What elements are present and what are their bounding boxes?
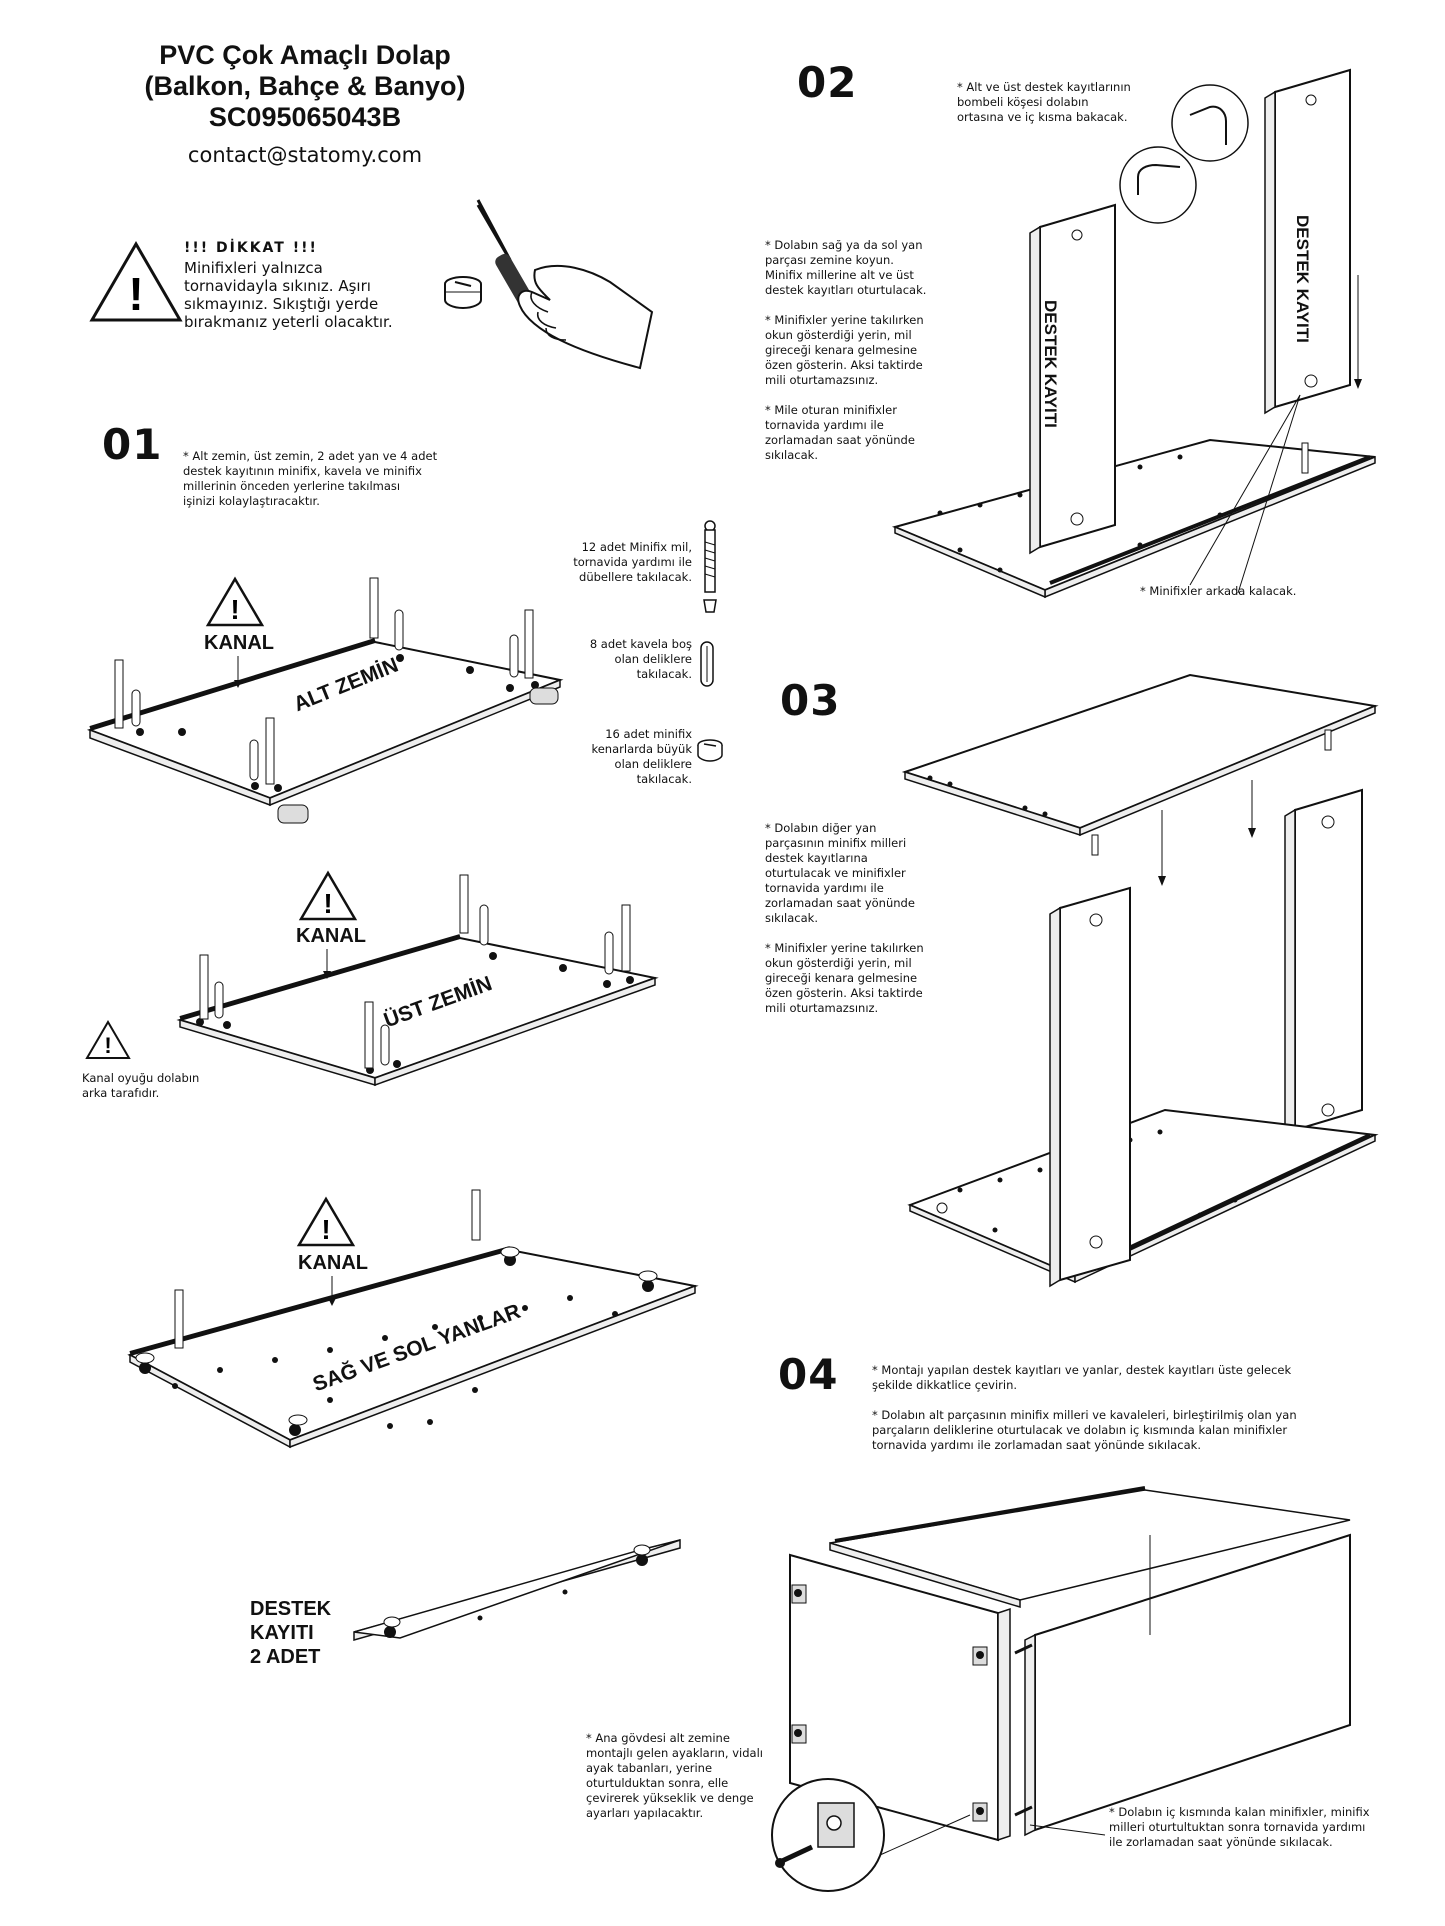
svg-text:!: !	[321, 1214, 330, 1245]
contact-email[interactable]: contact@statomy.com	[187, 143, 423, 167]
warning-triangle-icon: !	[89, 241, 183, 322]
kavela-icon	[700, 641, 714, 687]
kanal-warning-icon-3: !	[296, 1196, 356, 1247]
ust-zemin-panel	[176, 874, 659, 1087]
minifix-cam-small-icon	[697, 739, 723, 762]
step-2-note-bottom: * Minifixler arkada kalacak.	[1140, 584, 1297, 598]
kanal-arrow-3	[328, 1276, 336, 1306]
step-4-number: 04	[778, 1350, 839, 1399]
step-4-assembly	[789, 1486, 1351, 1856]
step-2-assembly	[891, 68, 1376, 599]
step-3-note: * Dolabın diğer yan parçasının minifix m…	[765, 821, 924, 1015]
step-2-note-left: * Dolabın sağ ya da sol yan parçası zemi…	[765, 238, 927, 462]
kanal-note: Kanal oyuğu dolabın arka tarafıdır.	[82, 1071, 200, 1100]
kanal-label-3: KANAL	[298, 1252, 368, 1274]
kanal-arrow-1	[234, 656, 242, 688]
destek-kayiti-label-right: DESTEK KAYITI	[1293, 215, 1312, 343]
step-1-number: 01	[102, 420, 163, 469]
minifix-cam-icon	[444, 276, 482, 310]
parts-note-mil: 12 adet Minifix mil, tornavida yardımı i…	[573, 540, 692, 584]
hand-screwdriver-icon	[476, 199, 654, 370]
title-line-1: PVC Çok Amaçlı Dolap	[159, 40, 451, 70]
destek-kayiti-label: DESTEK KAYITI 2 ADET	[250, 1598, 332, 1668]
svg-text:!: !	[230, 594, 239, 625]
step-3-assembly	[901, 673, 1379, 1288]
destek-kayiti-panel	[353, 1539, 681, 1641]
kanal-label-1: KANAL	[204, 632, 274, 654]
minifix-mil-icon	[703, 520, 717, 613]
kanal-arrow-2	[323, 949, 331, 979]
step-4-note-left: * Ana gövdesi alt zemine montajlı gelen …	[586, 1731, 763, 1820]
title-line-2: (Balkon, Bahçe & Banyo)	[144, 71, 466, 101]
kanal-label-2: KANAL	[296, 925, 366, 947]
kanal-warning-icon-2: !	[298, 870, 358, 921]
step-3-number: 03	[780, 676, 841, 725]
svg-text:!: !	[323, 888, 332, 919]
warning-title: !!! DİKKAT !!!	[184, 240, 318, 256]
title-line-3: SC095065043B	[208, 102, 402, 132]
alt-zemin-panel	[86, 577, 564, 824]
svg-text:!: !	[104, 1033, 111, 1058]
kanal-warning-icon-1: !	[205, 576, 265, 627]
step-2-number: 02	[797, 58, 858, 107]
foot-detail-circle	[771, 1778, 885, 1892]
destek-kayiti-label-left: DESTEK KAYITI	[1041, 300, 1060, 428]
warning-body: Minifixleri yalnızca tornavidayla sıkını…	[184, 259, 393, 331]
step-1-note: * Alt zemin, üst zemin, 2 adet yan ve 4 …	[183, 449, 438, 508]
svg-text:!: !	[128, 268, 143, 320]
step-4-note-top: * Montajı yapılan destek kayıtları ve ya…	[872, 1363, 1297, 1452]
parts-note-minifix: 16 adet minifix kenarlarda büyük olan de…	[591, 727, 692, 786]
step-2-corner-details	[1119, 84, 1249, 224]
sag-sol-yanlar-panel	[127, 1189, 699, 1449]
step-2-note-top: * Alt ve üst destek kayıtlarının bombeli…	[957, 80, 1131, 124]
kanal-note-warning-icon: !	[85, 1020, 131, 1059]
parts-note-kavela: 8 adet kavela boş olan deliklere takılac…	[589, 637, 692, 681]
step-4-note-right: * Dolabın iç kısmında kalan minifixler, …	[1109, 1805, 1370, 1849]
